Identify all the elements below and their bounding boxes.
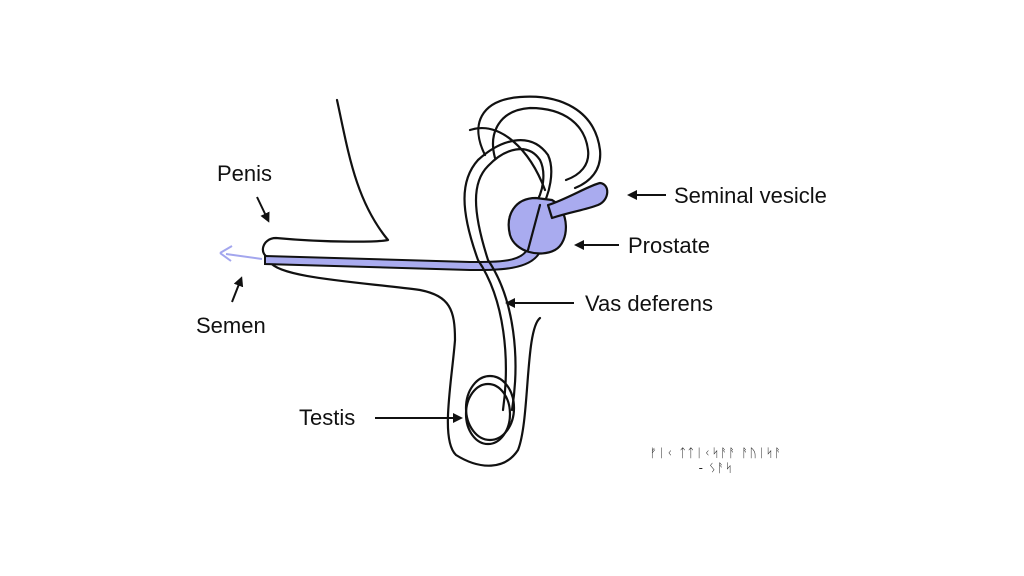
signature-line-2: - ᛊᚨᛋ xyxy=(699,461,734,475)
vas-deferens-tube xyxy=(463,139,553,412)
label-seminal-vesicle: Seminal vesicle xyxy=(674,183,827,208)
semen-pointer xyxy=(231,276,244,303)
urethra xyxy=(264,242,542,272)
label-semen: Semen xyxy=(196,313,266,338)
vas-deferens-junction xyxy=(468,127,547,192)
penis-outline xyxy=(268,260,542,467)
label-prostate: Prostate xyxy=(628,233,710,258)
body-outline xyxy=(261,98,390,260)
label-vas-deferens: Vas deferens xyxy=(585,291,713,316)
bladder-inner xyxy=(491,106,590,182)
seminal-vesicle xyxy=(546,181,609,220)
penis-pointer xyxy=(256,196,270,223)
bladder-outline xyxy=(477,95,602,190)
semen-flow-arrow xyxy=(225,253,263,260)
semen-flow-arrowhead xyxy=(219,245,233,262)
signature-line-1: ᚠᛁᚲ ᛏᛏᛁᚲᛋᚨᚨ ᚨᚢᛁᛋᚨ xyxy=(650,446,783,460)
vas-deferens-tube-inner xyxy=(474,148,545,412)
testis xyxy=(464,382,512,446)
label-penis: Penis xyxy=(217,161,272,186)
ejaculatory-duct xyxy=(526,203,542,252)
label-testis: Testis xyxy=(299,405,355,430)
